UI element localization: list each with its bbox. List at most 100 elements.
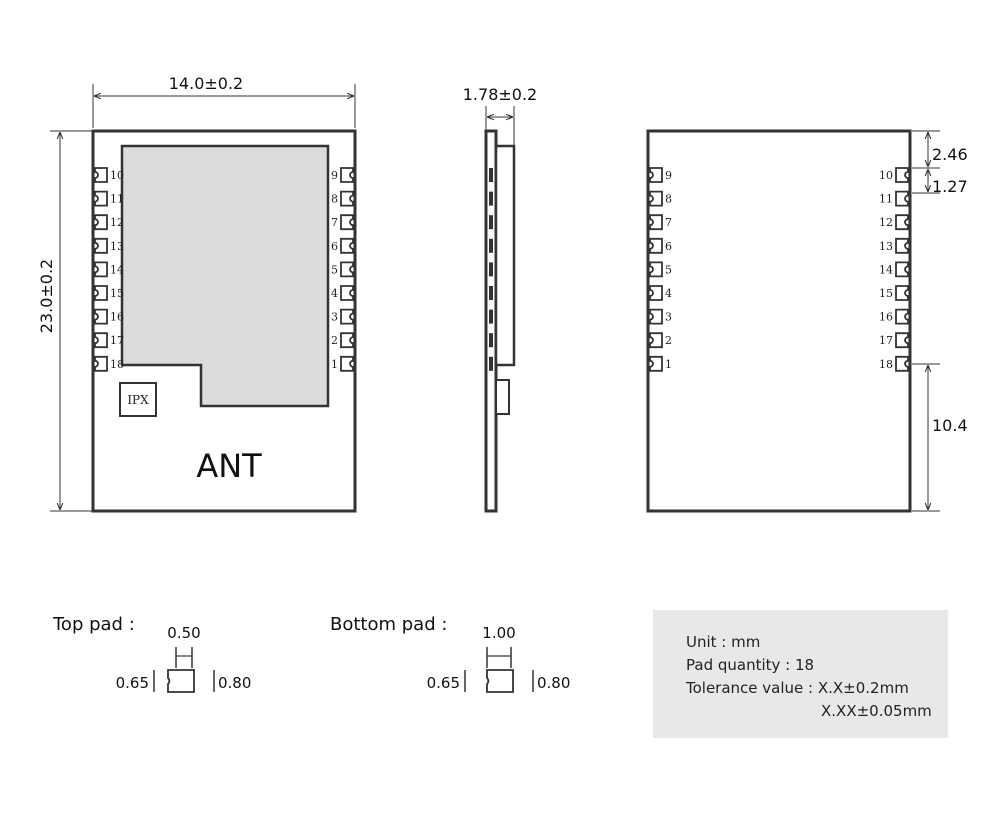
top-left-pin-number: 18 bbox=[110, 358, 124, 371]
bottom-right-pad bbox=[895, 237, 909, 254]
side-pad bbox=[489, 238, 493, 253]
ipx-label: IPX bbox=[127, 393, 149, 407]
top-right-pad bbox=[340, 237, 354, 254]
bottom-left-pad bbox=[649, 261, 663, 278]
bottom-right-pin-number: 12 bbox=[879, 216, 893, 229]
top-pad-detail: Top pad : 0.50 0.65 0.80 bbox=[52, 614, 251, 693]
top-view: 14.0±0.2 23.0±0.2 IPX ANT 10111213141516… bbox=[37, 74, 357, 513]
bottom-right-pad bbox=[895, 332, 909, 349]
side-view-pads bbox=[489, 168, 493, 371]
top-right-pin-number: 4 bbox=[331, 287, 338, 300]
top-left-pin-number: 17 bbox=[110, 334, 124, 347]
bottom-right-pad bbox=[895, 167, 909, 183]
top-left-pad bbox=[94, 214, 108, 231]
top-left-pin-number: 12 bbox=[110, 216, 124, 229]
bottom-right-pin-number: 14 bbox=[879, 263, 893, 276]
bottom-left-pad bbox=[649, 332, 663, 349]
top-offset-label: 2.46 bbox=[932, 145, 968, 164]
bottom-left-pad bbox=[649, 355, 663, 372]
note-unit: Unit : mm bbox=[686, 633, 760, 651]
notes-background bbox=[653, 610, 948, 738]
top-right-pad bbox=[340, 214, 354, 231]
bottom-left-pin-number: 3 bbox=[665, 311, 672, 324]
note-tolerance: Tolerance value : X.X±0.2mm bbox=[685, 679, 909, 697]
side-pad bbox=[489, 309, 493, 324]
side-view: 1.78±0.2 bbox=[463, 85, 537, 513]
top-left-pin-number: 15 bbox=[110, 287, 124, 300]
thickness-dimension-label: 1.78±0.2 bbox=[463, 85, 537, 104]
note-tolerance-line2: X.XX±0.05mm bbox=[821, 702, 932, 720]
bottom-right-pad bbox=[895, 190, 909, 207]
ipx-connector bbox=[119, 382, 157, 417]
top-pad-title: Top pad : bbox=[52, 614, 135, 635]
top-left-pad bbox=[94, 237, 108, 254]
top-right-pad bbox=[340, 332, 354, 349]
top-right-pin-number: 2 bbox=[331, 334, 338, 347]
top-right-pad bbox=[340, 355, 354, 372]
side-pad bbox=[489, 191, 493, 206]
top-left-pad bbox=[94, 167, 108, 183]
bottom-board-outline bbox=[646, 129, 912, 513]
bottom-left-pad bbox=[649, 190, 663, 207]
top-left-pad bbox=[94, 285, 108, 301]
top-pad-shape bbox=[167, 669, 195, 693]
side-shield bbox=[494, 144, 516, 367]
top-right-pin-number: 9 bbox=[331, 169, 338, 182]
height-dimension-label: 23.0±0.2 bbox=[37, 259, 56, 333]
bottom-left-pin-number: 7 bbox=[665, 216, 672, 229]
top-left-pad bbox=[94, 332, 108, 349]
top-right-pad bbox=[340, 308, 354, 325]
top-pad-width-label: 0.50 bbox=[167, 624, 200, 642]
bottom-right-pad bbox=[895, 261, 909, 278]
bottom-right-pin-number: 18 bbox=[879, 358, 893, 371]
bottom-right-pad bbox=[895, 355, 909, 372]
top-left-pad bbox=[94, 355, 108, 372]
bottom-right-pad bbox=[895, 285, 909, 301]
top-right-pin-number: 7 bbox=[331, 216, 338, 229]
bottom-pad-title: Bottom pad : bbox=[330, 614, 447, 635]
side-pad bbox=[489, 286, 493, 300]
top-right-pad bbox=[340, 167, 354, 183]
side-pad bbox=[489, 215, 493, 230]
bottom-pad-width-label: 1.00 bbox=[482, 624, 515, 642]
side-connector bbox=[495, 379, 510, 415]
top-left-pad bbox=[94, 190, 108, 207]
top-right-pin-number: 5 bbox=[331, 263, 338, 276]
bottom-left-pad bbox=[649, 285, 663, 301]
bottom-right-pad bbox=[895, 308, 909, 325]
top-left-pin-number: 11 bbox=[110, 193, 124, 206]
top-right-pad bbox=[340, 190, 354, 207]
top-left-pin-number: 13 bbox=[110, 240, 124, 253]
top-right-pin-number: 3 bbox=[331, 311, 338, 324]
top-left-pad bbox=[94, 308, 108, 325]
width-dimension-label: 14.0±0.2 bbox=[169, 74, 243, 93]
bottom-right-pin-number: 10 bbox=[879, 169, 893, 182]
bottom-left-pad bbox=[649, 214, 663, 231]
bottom-left-pin-number: 8 bbox=[665, 193, 672, 206]
top-left-pad bbox=[94, 261, 108, 278]
note-pad-quantity: Pad quantity : 18 bbox=[686, 656, 814, 674]
bottom-left-pin-number: 1 bbox=[665, 358, 672, 371]
pitch-label: 1.27 bbox=[932, 177, 968, 196]
bottom-left-pad bbox=[649, 237, 663, 254]
bottom-right-pin-number: 11 bbox=[879, 193, 893, 206]
bottom-left-pin-number: 2 bbox=[665, 334, 672, 347]
bottom-pad-detail: Bottom pad : 1.00 0.65 0.80 bbox=[330, 614, 570, 693]
bottom-right-pad bbox=[895, 214, 909, 231]
side-pad bbox=[489, 168, 493, 182]
bottom-right-pin-number: 13 bbox=[879, 240, 893, 253]
bottom-pad-left-label: 0.65 bbox=[427, 674, 460, 692]
top-right-pin-number: 6 bbox=[331, 240, 338, 253]
top-right-pad bbox=[340, 261, 354, 278]
side-pad bbox=[489, 262, 493, 277]
top-right-pad bbox=[340, 285, 354, 301]
top-pad-left-label: 0.65 bbox=[116, 674, 149, 692]
top-right-pin-number: 1 bbox=[331, 358, 338, 371]
notes-box: Unit : mm Pad quantity : 18 Tolerance va… bbox=[653, 610, 948, 738]
bottom-left-pin-number: 9 bbox=[665, 169, 672, 182]
top-view-right-pads: 9 8 7 6 5 4 3 2 1 bbox=[331, 167, 354, 372]
bottom-offset-label: 10.4 bbox=[932, 416, 968, 435]
top-right-pin-number: 8 bbox=[331, 193, 338, 206]
